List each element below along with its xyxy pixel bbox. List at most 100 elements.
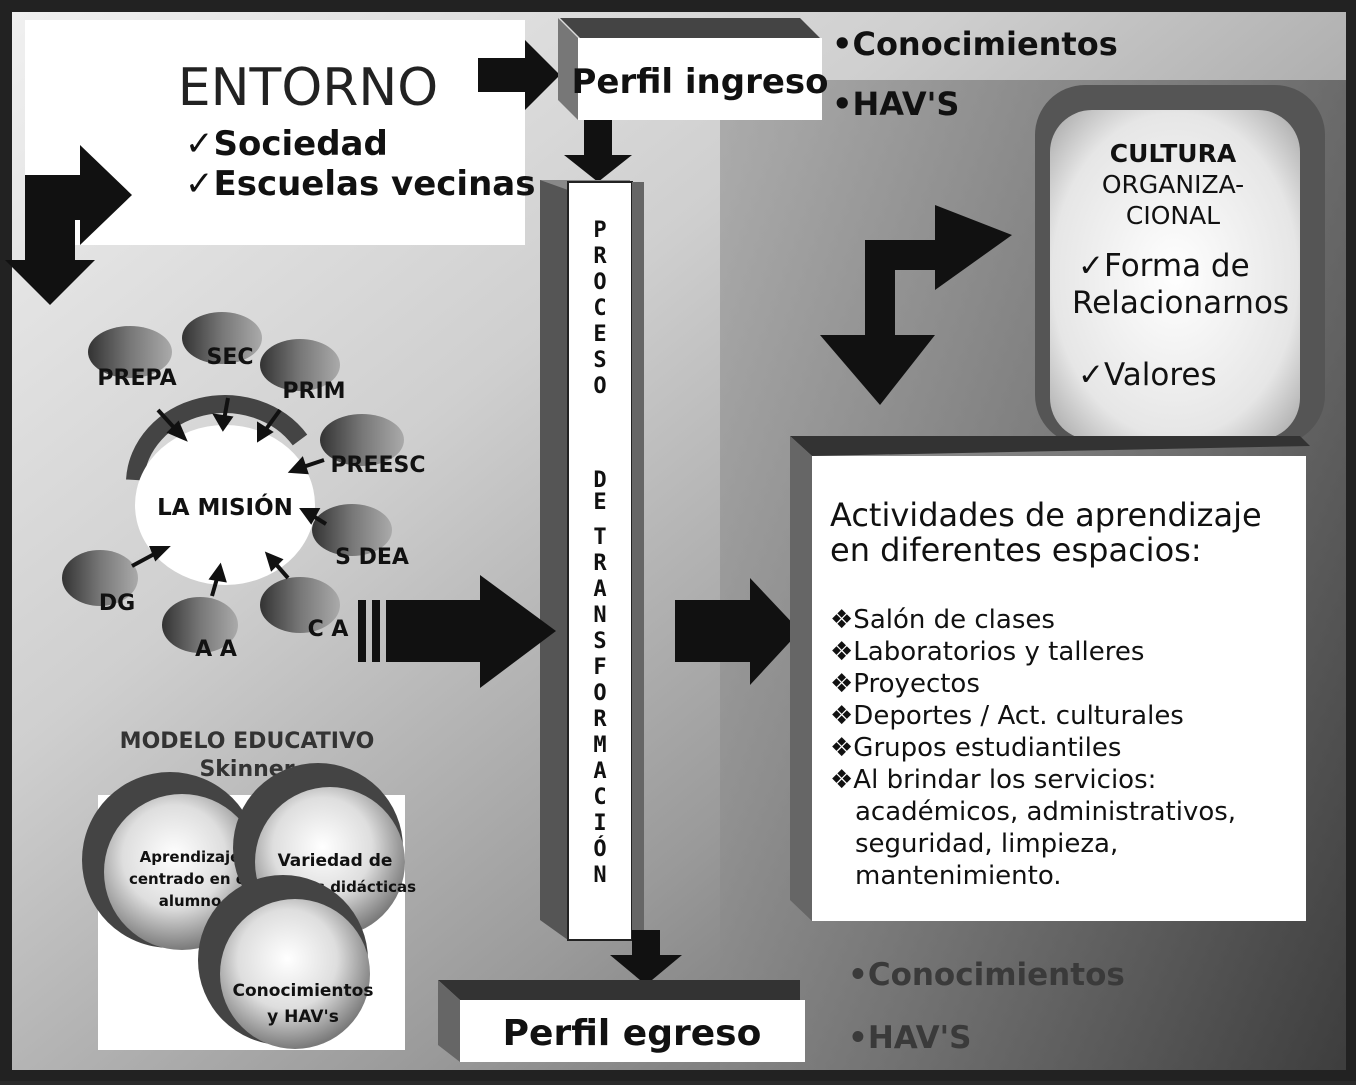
proceso-letter: F (593, 655, 607, 680)
proceso-letter: R (593, 551, 607, 576)
proceso-letter: S (593, 629, 607, 654)
cultura-title-line3: CIONAL (1126, 201, 1220, 230)
actividades-title-line1: Actividades de aprendizaje (830, 496, 1262, 534)
proceso-letter: C (593, 296, 607, 321)
arrow-entorno-to-mision (5, 145, 132, 305)
arrow-proceso-to-cultura (820, 205, 1012, 405)
proceso-letter: D (593, 468, 607, 493)
egreso-box-top (438, 980, 800, 1000)
arrow-ca-bar1 (358, 600, 366, 662)
ingreso-bullet-havs: •HAV'S (832, 85, 959, 123)
actividad-continuation: mantenimiento. (855, 861, 1062, 891)
actividades-box-side (790, 436, 812, 921)
actividad-continuation: académicos, administrativos, (855, 797, 1236, 827)
perfil-ingreso-box (578, 38, 822, 120)
arrow-mision-to-proceso (386, 575, 556, 688)
egreso-box-side (438, 980, 460, 1062)
proceso-letter: R (593, 707, 607, 732)
mision-cluster: PREPA SEC PRIM PREESC S DEA C A A A DG (62, 312, 426, 662)
modelo-circle1-line1: Aprendizaje (140, 848, 241, 866)
ingreso-bullet-conocimientos: •Conocimientos (832, 25, 1118, 63)
modelo-circle1-line3: alumno (159, 892, 222, 910)
proceso-letter: N (593, 863, 607, 888)
node-aa-label: A A (195, 637, 237, 662)
proceso-letter: O (593, 681, 607, 706)
proceso-column-shadow (632, 182, 644, 940)
actividades-list: ❖Salón de clases ❖Laboratorios y tallere… (830, 605, 1236, 891)
modelo-circle3-line1: Conocimientos (233, 981, 374, 1001)
actividad-item: ❖Salón de clases (830, 605, 1055, 635)
modelo-circle2-line1: Variedad de (278, 851, 393, 871)
ingreso-box-side (558, 18, 578, 120)
ingreso-box-top (560, 18, 820, 38)
egreso-bullet-havs: •HAV'S (848, 1020, 971, 1056)
entorno-item-escuelas: ✓Escuelas vecinas (185, 164, 535, 204)
arrow-proceso-to-actividades (675, 578, 800, 685)
actividades-box-top (790, 436, 1310, 456)
node-preesc: PREESC (320, 414, 426, 478)
modelo-circle-conocimientos: Conocimientos y HAV's (198, 875, 373, 1049)
modelo-title: MODELO EDUCATIVO (120, 729, 375, 754)
node-dg: DG (62, 550, 138, 616)
arrow-entorno-to-ingreso (478, 40, 560, 110)
cultura-item-relacionarnos: Relacionarnos (1072, 285, 1289, 321)
node-prepa: PREPA (88, 326, 177, 391)
node-ca-label: C A (308, 617, 349, 642)
mision-small-arrows (131, 397, 328, 597)
proceso-letter: C (593, 785, 607, 810)
proceso-letter: T (593, 525, 607, 550)
arrow-ingreso-to-proceso (564, 120, 632, 182)
cultura-title-line2: ORGANIZA- (1102, 170, 1244, 199)
actividad-item: ❖Deportes / Act. culturales (830, 701, 1184, 731)
node-sdea: S DEA (312, 504, 409, 570)
actividad-item: ❖Grupos estudiantiles (830, 733, 1121, 763)
proceso-letter: Ó (593, 837, 607, 862)
actividad-item: ❖Al brindar los servicios: (830, 765, 1156, 795)
node-sec: SEC (182, 312, 262, 370)
cultura-item-forma: ✓Forma de (1078, 248, 1250, 284)
node-ca: C A (260, 577, 348, 642)
proceso-letter: I (593, 811, 607, 836)
proceso-letter: R (593, 244, 607, 269)
proceso-letter: O (593, 374, 607, 399)
node-prim: PRIM (260, 339, 346, 404)
mision-circle-shade (126, 395, 308, 481)
mision-circle (135, 425, 315, 585)
entorno-item-sociedad: ✓Sociedad (185, 124, 388, 164)
actividades-title-line2: en diferentes espacios: (830, 531, 1202, 569)
cultura-title-line1: CULTURA (1110, 139, 1237, 168)
proceso-letter: O (593, 270, 607, 295)
arrow-proceso-to-egreso (610, 930, 682, 985)
cultura-box (1050, 110, 1300, 440)
node-aa: A A (162, 597, 238, 662)
cultura-item-valores: ✓Valores (1078, 357, 1217, 393)
node-sdea-label: S DEA (335, 545, 409, 570)
proceso-letter: A (593, 577, 607, 602)
actividad-item: ❖Proyectos (830, 669, 980, 699)
entorno-title: ENTORNO (178, 58, 438, 118)
proceso-letter: E (593, 322, 607, 347)
modelo-circle1-line2: centrado en el (129, 870, 251, 888)
actividad-continuation: seguridad, limpieza, (855, 829, 1118, 859)
node-preesc-label: PREESC (330, 453, 425, 478)
proceso-letter: E (593, 490, 607, 515)
proceso-letter: M (593, 733, 607, 758)
mision-center-label: LA MISIÓN (157, 493, 293, 521)
node-prim-label: PRIM (282, 379, 345, 404)
egreso-bullet-conocimientos: •Conocimientos (848, 957, 1125, 993)
actividad-item: ❖Laboratorios y talleres (830, 637, 1144, 667)
perfil-ingreso-label: Perfil ingreso (571, 62, 828, 102)
proceso-column-side (540, 180, 568, 940)
proceso-letter: N (593, 603, 607, 628)
perfil-egreso-label: Perfil egreso (503, 1013, 762, 1054)
proceso-letter: S (593, 348, 607, 373)
proceso-letter: P (593, 218, 607, 243)
